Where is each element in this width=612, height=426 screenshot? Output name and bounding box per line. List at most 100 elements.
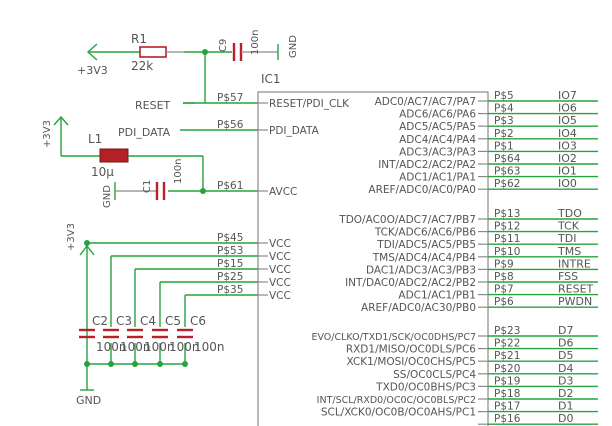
l1-inductor	[99, 148, 129, 163]
left-pin-pad: P$15	[217, 258, 243, 270]
right-pin-net: IO7	[558, 89, 577, 102]
right-pin-name: SCL/XCK0/OC0B/OC0AHS/PC1	[321, 407, 476, 419]
right-pin-name: RXD1/MISO/OC0DLS/PC6	[346, 344, 476, 356]
right-pin-name: TCK/ADC6/AC6/PB6	[374, 227, 476, 239]
right-pin-net: D4	[558, 362, 573, 375]
left-pin-pad: P$25	[217, 271, 243, 283]
right-pin-net: TMS	[557, 245, 581, 258]
right-pin-name: AREF/ADC0/AC0/PA0	[368, 184, 476, 196]
right-pin-net: IO5	[558, 114, 577, 127]
right-pin-net: IO6	[558, 102, 577, 115]
right-pin-name: ADC5/AC5/PA5	[399, 121, 476, 133]
right-pin-name: ADC6/AC6/PA6	[399, 109, 476, 121]
right-pin-net: IO3	[558, 139, 577, 152]
c9-value: 100n	[250, 30, 261, 55]
left-pin-name: VCC	[269, 277, 291, 289]
left-pin-name: VCC	[269, 264, 291, 276]
right-pin-name: INT/DAC0/ADC2/AC2/PB2	[345, 277, 476, 289]
right-pin-pad: P$19	[494, 375, 520, 387]
right-pin-name: INT/SCL/RXD0/OC0C/OC0BLS/PC2	[317, 395, 476, 406]
right-pin-11: TMS/ADC4/AC4/PB4 P$10 TMS	[372, 245, 598, 264]
c9-ref: C9	[218, 39, 229, 52]
right-pin-pad: P$16	[494, 413, 521, 425]
right-pin-pad: P$12	[494, 221, 520, 233]
right-pin-net: TCK	[557, 220, 580, 233]
right-pin-pad: P$21	[494, 350, 520, 362]
left-pin-pad: P$56	[217, 119, 244, 131]
right-pin-pad: P$10	[494, 246, 520, 258]
left-pin-pad: P$53	[217, 245, 243, 257]
right-pin-name: DAC1/ADC3/AC3/PB3	[366, 264, 476, 276]
right-pin-name: TDO/AC0O/ADC7/AC7/PB7	[338, 214, 476, 226]
right-pin-name: TMS/ADC4/AC4/PB4	[372, 252, 477, 264]
r1-ref: R1	[131, 32, 147, 46]
right-pin-name: ADC1/AC1/PA1	[399, 172, 476, 184]
bank-cap-value: 100n	[169, 340, 200, 354]
left-pin-name: VCC	[269, 238, 291, 250]
right-pin-net: D0	[558, 412, 573, 425]
bank-cap-value: 100n	[144, 340, 175, 354]
right-pin-pad: P$5	[494, 90, 514, 102]
bank-cap-ref: C6	[190, 314, 206, 328]
l1-value: 10µ	[91, 165, 114, 179]
right-pin-pad: P$13	[494, 208, 520, 220]
right-pin-name: ADC4/AC4/PA4	[399, 134, 476, 146]
right-pin-pad: P$22	[494, 338, 520, 350]
right-pin-net: TDI	[557, 232, 576, 245]
right-pin-4: ADC3/AC3/PA3 P$1 IO3	[399, 139, 598, 158]
c1-ref: C1	[142, 180, 153, 193]
right-pin-net: IO2	[558, 152, 577, 165]
right-pin-net: IO0	[558, 177, 577, 190]
left-pin-name: VCC	[269, 251, 291, 263]
bank-cap-ref: C3	[116, 314, 132, 328]
left-pin-name: VCC	[269, 290, 291, 302]
supply-label-bank: +3V3	[66, 223, 77, 251]
right-pin-net: D1	[558, 400, 573, 413]
right-pin-pad: P$2	[494, 128, 514, 140]
right-pin-name: XCK1/MOSI/OC0CHS/PC5	[346, 356, 476, 368]
right-pin-net: INTRE	[558, 257, 591, 270]
gnd-label-c9: GND	[288, 35, 299, 58]
right-pin-17: RXD1/MISO/OC0DLS/PC6 P$22 D6	[346, 337, 598, 356]
pdi-net-label: PDI_DATA	[118, 126, 171, 139]
right-pin-name: ADC3/AC3/PA3	[399, 146, 476, 158]
left-pin-pad: P$45	[217, 232, 243, 244]
right-pin-pad: P$1	[494, 140, 514, 152]
right-pin-net: D6	[558, 337, 573, 350]
right-pin-pad: P$9	[494, 258, 514, 270]
right-pin-23: P$16 D0	[478, 412, 598, 425]
reset-net-label: RESET	[135, 99, 171, 112]
right-pin-net: FSS	[558, 270, 578, 283]
supply-arrow-l1	[53, 115, 100, 157]
right-pin-net: D7	[558, 324, 573, 337]
right-pin-pad: P$11	[494, 233, 520, 245]
supply-label-top: +3V3	[77, 64, 108, 77]
right-pin-net: PWDN	[558, 295, 592, 308]
